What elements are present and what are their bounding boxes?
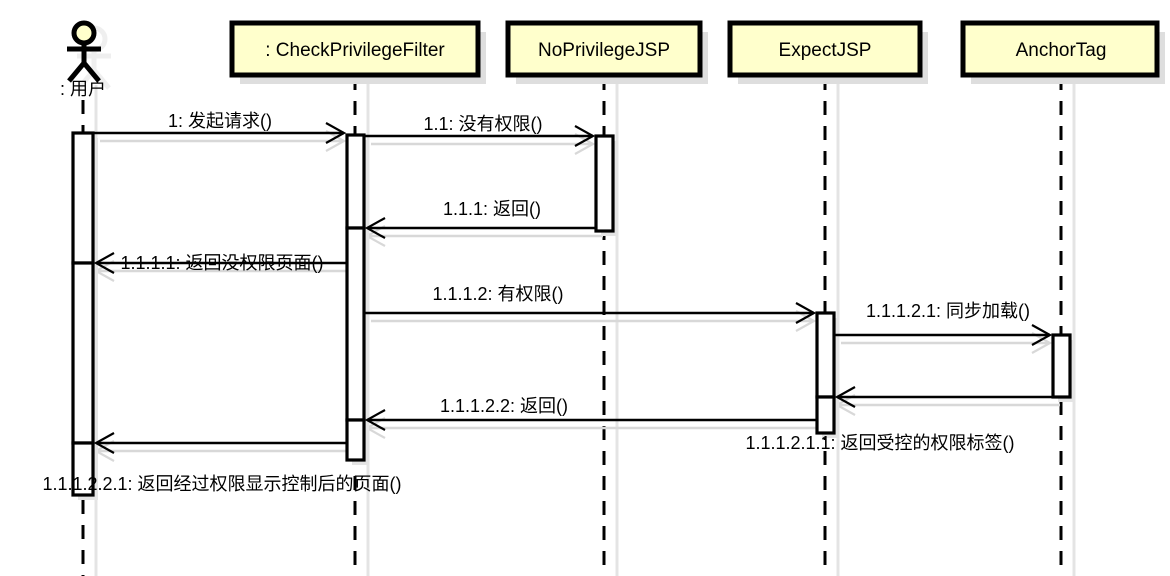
lifeline-box-filter[interactable]: [229, 20, 481, 78]
message-labels: 1: 发起请求() 1.1: 没有权限() 1.1.1: 返回() 1.1.1.…: [42, 111, 1030, 494]
lifeline-head-boxes: : CheckPrivilegeFilter NoPrivilegeJSP Ex…: [229, 20, 1165, 84]
lifeline-box-expectjsp[interactable]: [727, 20, 923, 78]
message-shadows: [96, 141, 1060, 451]
message-label-m1: 1: 发起请求(): [168, 111, 272, 131]
message-arrows: [93, 133, 1053, 443]
message-label-m6: 1.1.1.2.1: 同步加载(): [866, 301, 1030, 321]
message-label-m7: 1.1.1.2.1.1: 返回受控的权限标签(): [745, 433, 1014, 453]
actor-leg-left: [67, 61, 86, 83]
lifeline-box-label-anchortag: AnchorTag: [1016, 40, 1107, 61]
activation-bars: [71, 131, 1072, 497]
actor-figure: : 用户: [60, 20, 111, 99]
lifeline-box-noprivilegejsp[interactable]: [505, 20, 703, 78]
activation-actor-1: [71, 131, 95, 265]
message-label-m8: 1.1.1.2.2: 返回(): [440, 396, 568, 416]
message-label-m5: 1.1.1.2: 有权限(): [432, 284, 563, 304]
activation-actor-3: [71, 441, 95, 497]
activation-expectjsp-2: [815, 395, 836, 435]
actor-leg-right: [82, 61, 101, 83]
actor-label: : 用户: [60, 79, 106, 99]
actor-head: [71, 20, 97, 46]
message-label-m3: 1.1.1: 返回(): [443, 199, 541, 219]
message-label-m2: 1.1: 没有权限(): [423, 114, 542, 134]
lifeline-box-label-filter: : CheckPrivilegeFilter: [265, 40, 445, 61]
activation-filter-2: [345, 226, 366, 422]
lifeline-box-anchortag[interactable]: [960, 20, 1160, 78]
activation-expectjsp-1: [815, 311, 836, 399]
activation-filter-3: [345, 418, 366, 462]
lifeline-shadows: [94, 80, 1076, 576]
lifeline-box-label-expectjsp: ExpectJSP: [779, 40, 872, 61]
activation-actor-2: [71, 261, 95, 445]
activation-filter-1: [345, 133, 366, 230]
message-label-m4: 1.1.1.1: 返回没权限页面(): [120, 253, 323, 273]
activation-noprivilegejsp-1: [594, 134, 615, 233]
lifeline-box-label-noprivilegejsp: NoPrivilegeJSP: [538, 40, 670, 61]
lifelines: [81, 76, 1063, 576]
message-label-m9: 1.1.1.2.2.1: 返回经过权限显示控制后的页面(): [42, 474, 401, 494]
activation-anchortag-1: [1051, 333, 1072, 399]
